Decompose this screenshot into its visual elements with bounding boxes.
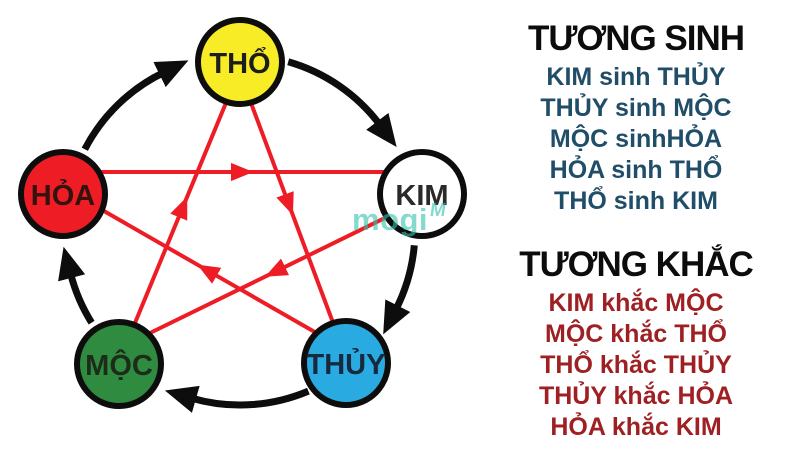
element-label-thuy: THỦY	[307, 347, 386, 381]
element-label-tho: THỔ	[209, 46, 270, 80]
sinh-rule: THỔ sinh KIM	[554, 187, 718, 215]
tuong-khac-title: TƯƠNG KHẮC	[519, 245, 754, 284]
destruction-arrow-tho-to-thuy	[246, 94, 337, 329]
tuong-khac-rules: KIM khắc MỘC MỘC khắc THỔ THỔ khắc THỦY …	[487, 288, 785, 443]
element-circle-tho	[195, 17, 285, 107]
element-node-hoa: HỎA	[18, 149, 108, 239]
sinh-rule: THỦY sinh MỘC	[540, 94, 732, 122]
generation-cycle	[58, 58, 418, 413]
khac-rule: MỘC khắc THỔ	[545, 320, 727, 348]
tuong-sinh-rules: KIM sinh THỦY THỦY sinh MỘC MỘC sinhHỎA …	[487, 62, 785, 217]
watermark-logo-mark: M	[428, 200, 448, 221]
element-node-moc: MỘC	[74, 319, 164, 409]
khac-rule: THỦY khắc HỎA	[538, 382, 734, 410]
element-circle-moc	[74, 319, 164, 409]
generation-arc-thuy-to-moc	[164, 385, 310, 413]
sinh-rule: MỘC sinhHỎA	[549, 125, 723, 153]
element-circle-kim	[377, 149, 467, 239]
rules-panel: TƯƠNG SINH KIM sinh THỦY THỦY sinh MỘC M…	[487, 18, 785, 443]
watermark: mogiM	[352, 200, 448, 237]
element-node-tho: THỔ	[195, 17, 285, 107]
five-elements-diagram: THỔ KIM THỦY MỘC HỎA	[18, 17, 467, 413]
destruction-arrow-moc-to-tho	[128, 97, 230, 336]
generation-arc-moc-to-hoa	[58, 246, 95, 325]
tuong-khac-section: TƯƠNG KHẮC KIM khắc MỘC MỘC khắc THỔ THỔ…	[487, 244, 785, 443]
generation-arc-tho-to-kim	[287, 58, 397, 148]
element-label-hoa: HỎA	[31, 178, 96, 212]
element-label-kim: KIM	[395, 180, 448, 212]
sinh-rule: HỎA sinh THỔ	[549, 156, 723, 184]
tuong-sinh-title: TƯƠNG SINH	[527, 19, 745, 58]
watermark-text: mogi	[352, 202, 429, 237]
khac-rule: HỎA khắc KIM	[550, 413, 722, 441]
destruction-arrow-kim-to-moc	[149, 211, 396, 335]
element-node-kim: KIM	[377, 149, 467, 239]
khac-rule: KIM khắc MỘC	[548, 289, 724, 317]
khac-rule: THỔ khắc THỦY	[540, 351, 732, 379]
tuong-sinh-section: TƯƠNG SINH KIM sinh THỦY THỦY sinh MỘC M…	[487, 18, 785, 217]
element-label-moc: MỘC	[85, 348, 153, 382]
element-circle-thuy	[301, 318, 391, 408]
destruction-cycle	[80, 94, 405, 337]
generation-arc-kim-to-thuy	[383, 244, 418, 335]
element-node-thuy: THỦY	[301, 318, 391, 408]
element-circle-hoa	[18, 149, 108, 239]
generation-arc-hoa-to-tho	[81, 60, 189, 151]
destruction-arrow-thuy-to-hoa	[89, 201, 321, 337]
sinh-rule: KIM sinh THỦY	[546, 63, 726, 91]
